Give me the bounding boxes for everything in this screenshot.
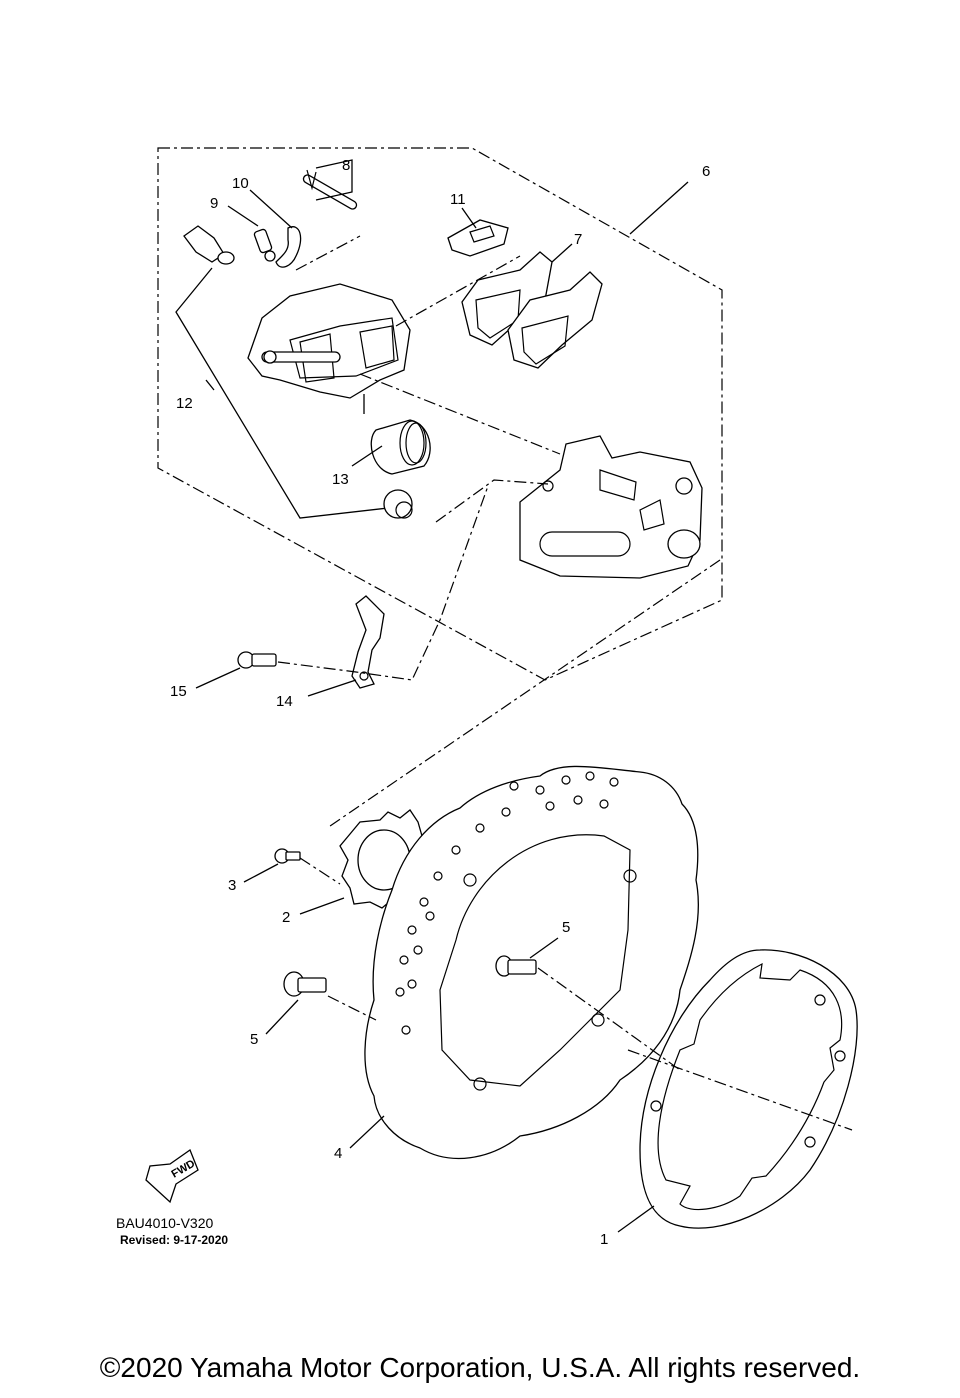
caliper-assembly-boundary	[157, 147, 723, 681]
callout-14: 14	[276, 693, 293, 710]
leader-1	[617, 1205, 655, 1233]
dash-pad-to-bracket	[395, 255, 521, 327]
leader-10	[249, 189, 293, 229]
leader-8	[315, 159, 353, 201]
part-pad-spring-inner	[469, 225, 495, 243]
dash-caliper-to-bracket	[359, 373, 561, 455]
callout-9: 9	[210, 195, 218, 212]
callout-8: 8	[342, 157, 350, 174]
part-caliper-bracket	[519, 435, 703, 579]
callout-12: 12	[176, 395, 193, 412]
dash-bolt-5-left	[327, 995, 377, 1021]
callout-15: 15	[170, 683, 187, 700]
callout-6: 6	[702, 163, 710, 180]
fwd-arrow: FWD	[145, 1148, 199, 1204]
part-piston	[370, 419, 431, 475]
part-bolt-5-center	[495, 955, 537, 977]
callout-5-center: 5	[562, 919, 570, 936]
part-gasket-ring	[639, 949, 858, 1229]
dash-pin-to-boundary	[295, 235, 361, 271]
part-seal	[383, 489, 413, 519]
leader-6	[629, 181, 689, 235]
dash-bracket-to-disc	[329, 559, 721, 827]
callout-11: 11	[450, 191, 466, 208]
leader-3	[243, 863, 279, 883]
leader-9	[227, 205, 259, 227]
callout-2: 2	[282, 909, 290, 926]
part-bolt-5-left	[283, 971, 327, 997]
dash-bolt-15	[277, 485, 489, 681]
leader-12-label	[205, 379, 215, 391]
dash-seal-to-bracket	[435, 479, 549, 523]
dash-disc-to-gasket	[627, 1049, 853, 1131]
callout-5-left: 5	[250, 1031, 258, 1048]
part-caliper-body	[247, 283, 411, 399]
part-screw-3	[274, 848, 301, 864]
leader-2	[299, 897, 345, 915]
dash-screw-3	[299, 857, 341, 885]
callout-3: 3	[228, 877, 236, 894]
part-pin	[302, 169, 358, 210]
part-bolt-15	[237, 651, 277, 669]
callout-13: 13	[332, 471, 349, 488]
leader-7	[551, 243, 573, 263]
part-bleed-screw	[253, 228, 276, 262]
callout-4: 4	[334, 1145, 342, 1162]
leader-5-center	[529, 937, 559, 959]
dash-center-bolt-to-gasket	[537, 967, 681, 1071]
part-guide-hole	[359, 671, 369, 681]
diagram-code: BAU4010-V320	[116, 1215, 214, 1231]
part-clip	[275, 226, 302, 268]
part-pad-spring	[447, 219, 509, 257]
leader-13b	[351, 445, 383, 467]
part-guide	[351, 595, 385, 689]
part-brake-pads	[461, 251, 603, 369]
leader-11	[461, 207, 477, 229]
leader-12	[175, 267, 389, 519]
leader-5-left	[265, 999, 299, 1035]
callout-7: 7	[574, 231, 582, 248]
leader-14	[307, 679, 357, 697]
callout-10: 10	[232, 175, 249, 192]
leader-15	[195, 667, 241, 689]
part-boot	[183, 225, 235, 265]
copyright-notice: ©2020 Yamaha Motor Corporation, U.S.A. A…	[99, 1352, 861, 1383]
callout-1: 1	[600, 1231, 608, 1248]
leader-4	[349, 1115, 385, 1149]
revision-date: Revised: 9-17-2020	[120, 1233, 228, 1247]
